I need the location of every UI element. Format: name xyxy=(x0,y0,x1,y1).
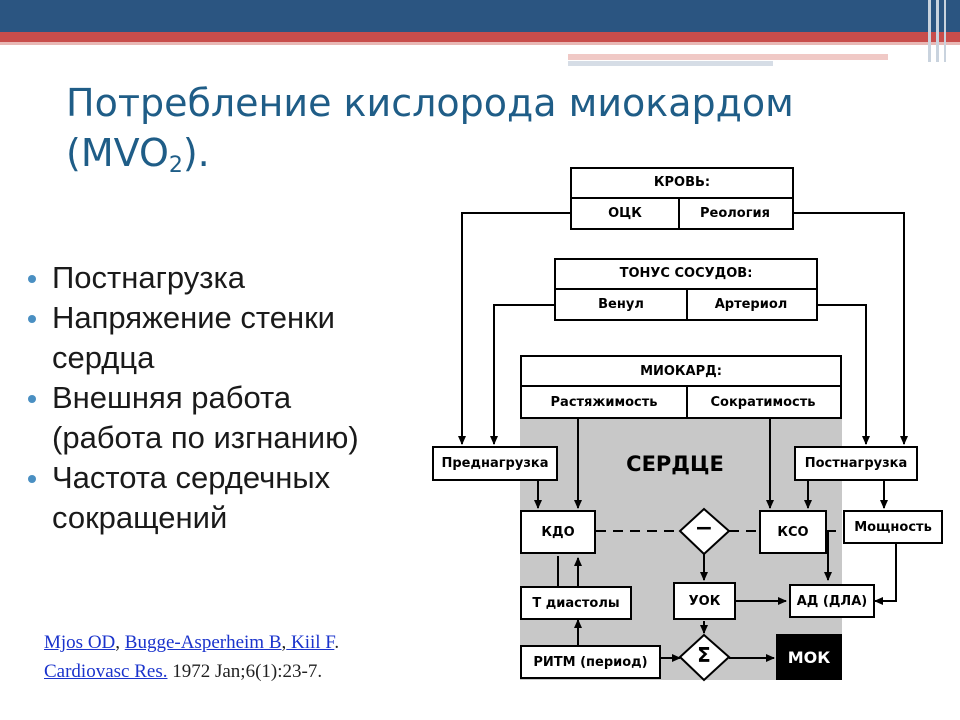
compliance-label: Растяжимость xyxy=(522,387,688,417)
contractility-label: Сократимость xyxy=(710,394,816,410)
venules-label: Венул xyxy=(556,289,688,319)
header-bands xyxy=(0,0,960,66)
bullet-icon xyxy=(28,275,36,283)
bullet-item: Постнагрузка xyxy=(26,258,446,298)
author-link-kiil[interactable]: Kiil F xyxy=(286,632,335,653)
blood-rheology: Реология xyxy=(700,205,770,221)
rhythm-box: РИТМ (период) xyxy=(520,645,661,679)
pressure-box: АД (ДЛА) xyxy=(789,584,875,618)
arterioles-label: Артериол xyxy=(714,296,788,312)
journal-link[interactable]: Cardiovasc Res. xyxy=(44,661,168,682)
vascular-tone-title: ТОНУС СОСУДОВ: xyxy=(556,260,816,290)
bullet-icon xyxy=(28,395,36,403)
afterload-box: Постнагрузка xyxy=(794,446,918,481)
bullet-icon xyxy=(28,315,36,323)
esv-box: КСО xyxy=(759,510,827,554)
blood-volume: ОЦК xyxy=(572,198,680,228)
vascular-tone-box: ТОНУС СОСУДОВ: Венул Артериол xyxy=(554,258,818,321)
power-box: Мощность xyxy=(843,510,943,544)
myocardium-title: МИОКАРД: xyxy=(522,357,840,387)
diastole-time-box: Т диастолы xyxy=(520,586,632,620)
minus-operator: − xyxy=(694,516,714,541)
bullet-item: Внешняя работа(работа по изгнанию) xyxy=(26,378,446,458)
sigma-operator: Σ xyxy=(697,643,711,667)
cardiac-output-box: МОК xyxy=(776,634,842,680)
reference: Mjos OD, Bugge-Asperheim B, Kiil F. Card… xyxy=(44,632,340,682)
author-link-mjos[interactable]: Mjos OD xyxy=(44,632,116,653)
edv-box: КДО xyxy=(520,510,596,554)
blood-box: КРОВЬ: ОЦК Реология xyxy=(570,167,794,230)
author-link-bugge[interactable]: Bugge-Asperheim B xyxy=(124,632,282,653)
blood-title: КРОВЬ: xyxy=(572,169,792,199)
heart-label: СЕРДЦЕ xyxy=(626,452,724,476)
myocardium-box: МИОКАРД: Растяжимость Сократимость xyxy=(520,355,842,419)
bullet-icon xyxy=(28,475,36,483)
preload-box: Преднагрузка xyxy=(432,446,558,481)
stroke-volume-box: УОК xyxy=(673,582,736,620)
slide-title: Потребление кислорода миокардом (MVO2). xyxy=(66,81,794,178)
